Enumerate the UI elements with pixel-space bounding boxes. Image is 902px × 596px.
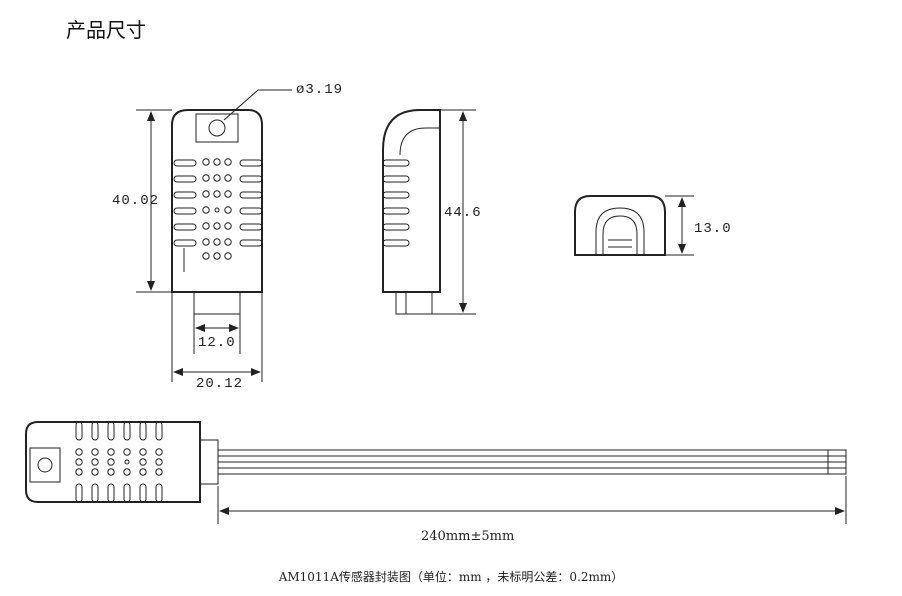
top-view xyxy=(574,195,694,256)
length-view xyxy=(25,421,847,524)
cable-length-label: 240mm±5mm xyxy=(421,529,515,544)
front-left-slots xyxy=(173,159,197,247)
front-vent-holes xyxy=(202,158,232,260)
depth-label: 13.0 xyxy=(694,221,732,237)
front-right-slots xyxy=(239,159,263,247)
side-slots xyxy=(382,159,410,247)
front-view xyxy=(136,89,292,382)
inner-width-label: 12.0 xyxy=(198,335,236,351)
side-height-label: 44.6 xyxy=(444,205,482,221)
hole-diameter-label: ø3.19 xyxy=(296,82,344,98)
front-height-label: 40.02 xyxy=(112,193,160,209)
length-upper-slots xyxy=(75,421,163,441)
figure-caption: AM1011A传感器封装图（单位：mm ，未标明公差：0.2mm） xyxy=(278,570,624,584)
length-lower-slots xyxy=(75,483,163,503)
total-width-label: 20.12 xyxy=(196,376,244,392)
side-view xyxy=(382,109,476,315)
length-vent-holes xyxy=(75,448,163,476)
cable xyxy=(218,449,847,475)
page-title: 产品尺寸 xyxy=(66,18,146,42)
